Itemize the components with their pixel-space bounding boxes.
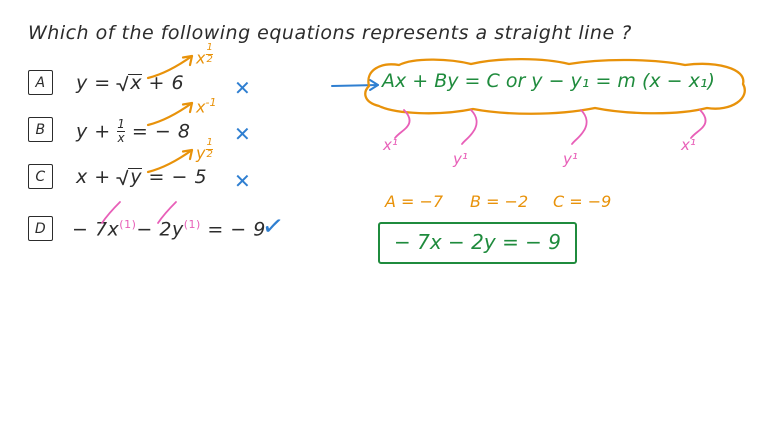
pink-pointer-y-2-icon bbox=[565, 108, 605, 152]
pink-pointer-x-2-icon bbox=[688, 108, 724, 146]
choice-d-letter-box[interactable]: D bbox=[28, 216, 53, 241]
coefficient-a: A = −7 bbox=[385, 192, 444, 211]
radical-tick-icon bbox=[116, 168, 129, 186]
choice-c-letter-box[interactable]: C bbox=[28, 164, 53, 189]
choice-b-fraction-numerator: 1 bbox=[117, 117, 126, 131]
coefficient-b: B = −2 bbox=[470, 192, 529, 211]
choice-b-annotation-base: x bbox=[196, 97, 206, 117]
choice-c-radical: y bbox=[116, 166, 142, 188]
choice-c-annotation-base: y bbox=[196, 143, 206, 163]
choice-a-eq-left: y = bbox=[76, 72, 118, 94]
choice-d-exponent-1: (1) bbox=[119, 218, 137, 231]
choice-a-equation: y = x + 6 bbox=[76, 72, 184, 94]
choice-b-eq-right: = − 8 bbox=[125, 120, 191, 143]
choice-b-eq-left: y + bbox=[76, 120, 118, 143]
choice-d-pointer-1-icon bbox=[98, 200, 128, 230]
choice-d-exponent-2: (1) bbox=[183, 218, 201, 231]
pink-pointer-x-1-icon bbox=[392, 108, 428, 146]
choice-a-letter-box[interactable]: A bbox=[28, 70, 53, 95]
choice-d-equation: − 7x(1)− 2y(1) = − 9 bbox=[72, 218, 266, 240]
choice-b-mark: ✕ bbox=[234, 122, 251, 146]
choice-b-letter: B bbox=[28, 117, 53, 142]
choice-d-term-1: − 7x bbox=[72, 218, 120, 241]
choice-a-arrow-icon bbox=[140, 48, 210, 86]
choice-c-arrow-icon bbox=[140, 142, 210, 180]
choice-d-term-3: = − 9 bbox=[200, 218, 266, 241]
choice-c-letter: C bbox=[28, 164, 53, 189]
choice-b-fraction-denominator: x bbox=[117, 130, 126, 145]
choice-c-eq-right: = − 5 bbox=[142, 166, 208, 188]
radical-tick-icon bbox=[116, 74, 129, 92]
choice-a-eq-right: + 6 bbox=[142, 72, 185, 94]
pink-label-2: y¹ bbox=[453, 150, 468, 168]
answer-equation: − 7x − 2y = − 9 bbox=[394, 230, 562, 254]
choice-a-mark: ✕ bbox=[234, 76, 251, 100]
question-text: Which of the following equations represe… bbox=[28, 22, 632, 44]
choice-d-pointer-2-icon bbox=[154, 200, 184, 230]
general-form-arrow-icon bbox=[330, 72, 390, 100]
general-form-cloud-outline bbox=[355, 56, 755, 124]
choice-a-letter: A bbox=[28, 70, 53, 95]
radical-bar bbox=[128, 74, 142, 75]
pink-label-1: x¹ bbox=[383, 136, 398, 154]
choice-b-letter-box[interactable]: B bbox=[28, 117, 53, 142]
choice-a-radical: x bbox=[116, 72, 142, 94]
general-form-text: Ax + By = C or y − y₁ = m (x − x₁) bbox=[382, 70, 715, 92]
radical-bar bbox=[128, 168, 142, 169]
choice-d-term-2: − 2y bbox=[136, 218, 184, 241]
choice-a-radicand: x bbox=[130, 72, 142, 94]
choice-d-mark: ✓ bbox=[260, 210, 286, 244]
choice-c-equation: x + y = − 5 bbox=[76, 166, 207, 188]
choice-b-annotation-exponent: -1 bbox=[205, 96, 217, 109]
pink-label-4: x¹ bbox=[681, 136, 696, 154]
choice-c-mark: ✕ bbox=[234, 169, 251, 193]
choice-c-eq-left: x + bbox=[76, 166, 118, 188]
choice-b-annotation: x-1 bbox=[196, 96, 216, 116]
pink-label-3: y¹ bbox=[563, 150, 578, 168]
pink-pointer-y-1-icon bbox=[455, 108, 495, 152]
coefficient-c: C = −9 bbox=[553, 192, 612, 211]
choice-d-letter: D bbox=[28, 216, 53, 241]
answer-box: − 7x − 2y = − 9 bbox=[378, 222, 578, 264]
choice-a-annotation-base: x bbox=[196, 48, 206, 68]
choice-c-radicand: y bbox=[130, 166, 142, 188]
choice-b-arrow-icon bbox=[140, 95, 210, 133]
